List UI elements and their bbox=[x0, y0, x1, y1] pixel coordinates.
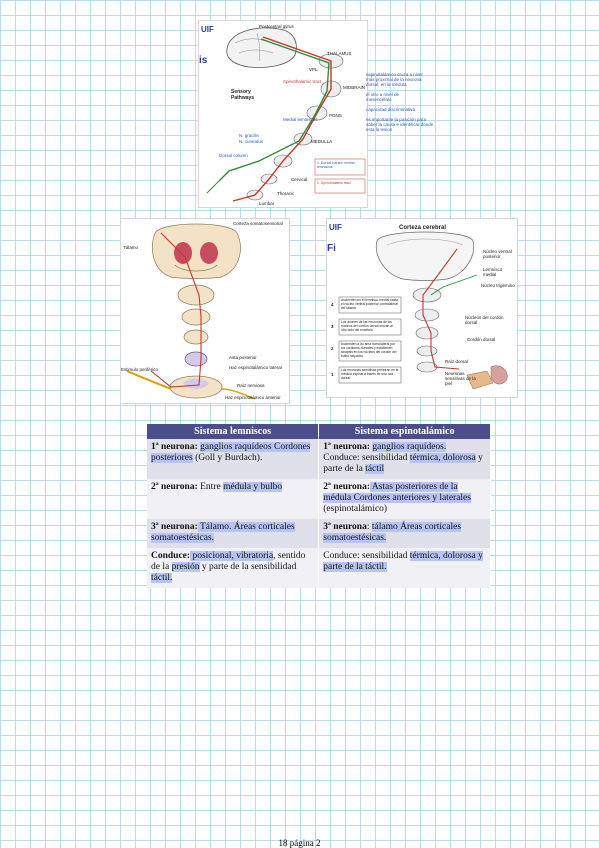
label-n-gracilis: N. gracilis bbox=[239, 133, 259, 138]
sensory-pathways-diagram bbox=[206, 27, 366, 202]
table-row: 2ª neurona: Entre médula y bulbo 2ª neur… bbox=[147, 479, 491, 519]
cropped-title-letters: Fi bbox=[327, 243, 336, 254]
logo: UIF bbox=[201, 25, 214, 34]
header-espinotalamico: Sistema espinotalámico bbox=[318, 424, 491, 439]
figure-note-line: mesencéfalo bbox=[366, 97, 392, 102]
logo: UIF bbox=[329, 223, 342, 232]
label-cordon-dorsal: Cordón dorsal bbox=[467, 337, 496, 342]
label-medulla: MEDULLA bbox=[311, 139, 333, 144]
cell-lemniscos-conduce: Conduce: posicional, vibratoria, sentido… bbox=[147, 548, 320, 588]
figure-note-line: es importante la posición para bbox=[366, 117, 427, 122]
label-lumbar: Lumbar bbox=[259, 201, 275, 206]
cell-espino-neurona-1: 1ª neurona: ganglios raquídeos. Conduce:… bbox=[318, 439, 491, 479]
page-footer: 18 página 2 bbox=[278, 838, 321, 848]
figure-dorsal-column-pathway: UIF Fi Corteza cerebral Núcleo ventral p… bbox=[326, 218, 518, 398]
header-lemniscos: Sistema lemniscos bbox=[147, 424, 320, 439]
label-n-cuneatus: N. cuneatus bbox=[239, 139, 264, 144]
label-pons: PONS bbox=[329, 113, 342, 118]
legend-dorsal-column-system: 1. Dorsal column medial lemniscus bbox=[317, 161, 355, 169]
label-asta-posterior: Asta posterior bbox=[229, 355, 257, 360]
figure-spinothalamic-brain-sections: Tálamo Corteza somatosensorial Asta post… bbox=[120, 218, 290, 404]
table-row: 3ª neurona: Tálamo. Áreas corticales som… bbox=[147, 519, 491, 548]
label-estimulo: Estimulo periférico bbox=[121, 367, 159, 372]
step-number: 4 bbox=[331, 302, 334, 307]
cell-espino-neurona-3: 3ª neurona: tálamo Áreas corticales soma… bbox=[318, 519, 491, 548]
figure-title: Corteza cerebral bbox=[399, 225, 447, 231]
label-corteza: Corteza somatosensorial bbox=[233, 221, 283, 226]
step-number: 2 bbox=[331, 346, 334, 351]
figure-note-line: esta la lesion bbox=[366, 127, 393, 132]
label-raiz-dorsal: Raíz dorsal bbox=[445, 359, 468, 364]
label-nucleo-ventral: Núcleo ventral posterior bbox=[483, 249, 512, 259]
label-nucleo-trigemino: Núcleo trigémino bbox=[481, 283, 515, 288]
label-haz-lateral: Haz espinotalámico lateral bbox=[229, 365, 282, 370]
figure-title: Sensory Pathways bbox=[231, 89, 255, 101]
label-vpl: VPL bbox=[309, 67, 318, 72]
label-dorsal-column: Dorsal column bbox=[219, 153, 248, 158]
figure-note-line: el otro a nivel de bbox=[366, 92, 400, 97]
comparison-table: Sistema lemniscos Sistema espinotalámico… bbox=[147, 424, 491, 588]
label-postcentral: Postcentral gyrus bbox=[259, 24, 294, 29]
table-header-row: Sistema lemniscos Sistema espinotalámico bbox=[147, 424, 491, 439]
table-row: 1ª neurona: ganglios raquídeos Cordones … bbox=[147, 439, 491, 479]
step-text: Ascienden en el lemnisco medial hasta el… bbox=[341, 298, 398, 310]
label-midbrain: MIDBRAIN bbox=[343, 85, 366, 90]
label-lemnisco-medial: Lemnisco medial bbox=[483, 267, 503, 277]
figure-note-line: saber la causa e identificar donde bbox=[366, 122, 434, 127]
label-cervical: Cervical bbox=[291, 177, 308, 182]
label-talamo: Tálamo bbox=[123, 245, 139, 250]
label-nucleos-cordon: Núcleos del cordón dorsal bbox=[465, 315, 504, 325]
legend-spinothalamic-system: 2. Spinothalamic tract bbox=[317, 181, 351, 185]
step-number: 1 bbox=[331, 372, 334, 377]
cell-espino-conduce: Conduce: sensibilidad térmica, dolorosa … bbox=[318, 548, 491, 588]
dorsal-column-diagram bbox=[338, 231, 508, 390]
cell-espino-neurona-2: 2ª neurona: Astas posteriores de la médu… bbox=[318, 479, 491, 519]
label-neuronas-piel: Neuronas sensitivas de la piel bbox=[445, 371, 476, 386]
figure-note-line: espinotalámico cruza a nivel bbox=[366, 72, 423, 77]
cropped-title-letters: is bbox=[199, 55, 208, 66]
label-medial-lemniscus: Medial lemniscus bbox=[283, 117, 318, 122]
label-raiz-nerviosa: Raíz nerviosa bbox=[237, 383, 265, 388]
figure-note-line: dorsal, en la médula bbox=[366, 82, 407, 87]
figure-note-line: capacidad discriminativa bbox=[366, 107, 416, 112]
label-thoracic: Thoracic bbox=[277, 191, 295, 196]
step-text: Los axones de las neuronas de los núcleo… bbox=[341, 320, 393, 332]
spinothalamic-diagram bbox=[126, 223, 256, 400]
label-haz-anterior: Haz espinotalámico anterior bbox=[225, 395, 281, 400]
table-row: Conduce: posicional, vibratoria, sentido… bbox=[147, 548, 491, 588]
label-thalamus: THALAMUS bbox=[327, 51, 352, 56]
step-text: Ascienden a la rama homolateral por los … bbox=[341, 342, 397, 358]
cell-lemniscos-neurona-3: 3ª neurona: Tálamo. Áreas corticales som… bbox=[147, 519, 320, 548]
step-text: Las neuronas sensitivas penetran en la m… bbox=[341, 368, 399, 380]
cell-lemniscos-neurona-2: 2ª neurona: Entre médula y bulbo bbox=[147, 479, 320, 519]
label-spinothalamic-tract: Spinothalamic tract bbox=[283, 79, 322, 84]
figure-note-line: más proximal de la neurona bbox=[366, 77, 422, 82]
cell-lemniscos-neurona-1: 1ª neurona: ganglios raquídeos Cordones … bbox=[147, 439, 320, 479]
step-number: 3 bbox=[331, 324, 334, 329]
figure-sensory-pathways: UIF is Sensory Pathways Postcentral gyru… bbox=[198, 20, 368, 208]
